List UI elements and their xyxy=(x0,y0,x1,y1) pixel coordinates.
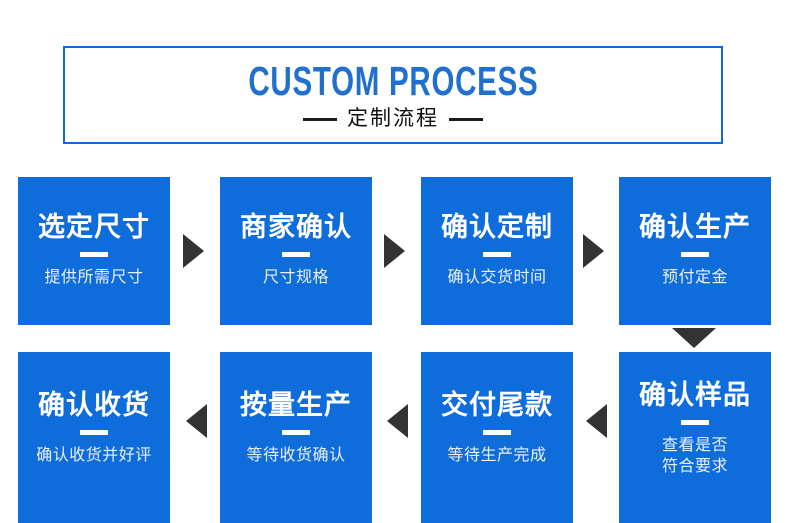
arrow-right-icon xyxy=(384,234,405,268)
process-step-box[interactable]: 确认生产 预付定金 xyxy=(619,177,771,325)
process-row-2: 确认收货 确认收货并好评 按量生产 等待收货确认 交付尾款 等待生产完成 确认样… xyxy=(0,352,790,523)
step-title: 确认收货 xyxy=(38,390,150,420)
step-subtitle: 确认收货并好评 xyxy=(36,447,152,464)
arrow-left-icon xyxy=(186,404,207,438)
step-title: 选定尺寸 xyxy=(38,211,150,242)
step-divider-icon xyxy=(80,251,108,257)
header-rule-right-icon xyxy=(449,117,483,121)
step-subtitle: 等待生产完成 xyxy=(447,447,547,464)
arrow-right-icon xyxy=(583,234,604,268)
header-rule-left-icon xyxy=(303,117,337,121)
step-title: 确认定制 xyxy=(441,211,553,242)
step-title: 确认生产 xyxy=(639,211,751,242)
header-banner: CUSTOM PROCESS 定制流程 xyxy=(63,46,723,144)
process-step-box[interactable]: 选定尺寸 提供所需尺寸 xyxy=(18,177,170,325)
step-title: 商家确认 xyxy=(240,211,352,242)
process-step-box[interactable]: 商家确认 尺寸规格 xyxy=(220,177,372,325)
step-subtitle: 提供所需尺寸 xyxy=(44,268,144,286)
arrow-left-icon xyxy=(586,404,607,438)
arrow-left-icon xyxy=(387,404,408,438)
process-step-box[interactable]: 确认定制 确认交货时间 xyxy=(421,177,573,325)
arrow-right-icon xyxy=(183,234,204,268)
step-title: 确认样品 xyxy=(639,379,751,410)
process-step-box[interactable]: 确认样品 查看是否 符合要求 xyxy=(619,352,771,523)
step-divider-icon xyxy=(80,430,108,435)
page-title-chinese: 定制流程 xyxy=(347,107,439,130)
step-divider-icon xyxy=(483,430,511,435)
step-divider-icon xyxy=(681,419,709,425)
step-divider-icon xyxy=(483,251,511,257)
page-subtitle-row: 定制流程 xyxy=(303,107,483,131)
step-subtitle: 确认交货时间 xyxy=(447,268,547,286)
step-divider-icon xyxy=(282,430,310,435)
process-row-1: 选定尺寸 提供所需尺寸 商家确认 尺寸规格 确认定制 确认交货时间 确认生产 预… xyxy=(0,177,790,325)
step-subtitle: 等待收货确认 xyxy=(246,447,346,464)
page-title-english: CUSTOM PROCESS xyxy=(247,58,539,104)
step-title: 按量生产 xyxy=(240,390,352,420)
arrow-down-icon xyxy=(672,328,716,348)
step-title: 交付尾款 xyxy=(441,390,553,420)
process-step-box[interactable]: 确认收货 确认收货并好评 xyxy=(18,352,170,523)
step-divider-icon xyxy=(681,251,709,257)
step-subtitle: 查看是否 符合要求 xyxy=(661,436,728,475)
step-subtitle: 预付定金 xyxy=(661,268,728,286)
step-subtitle: 尺寸规格 xyxy=(262,268,329,286)
step-divider-icon xyxy=(282,251,310,257)
process-step-box[interactable]: 交付尾款 等待生产完成 xyxy=(421,352,573,523)
process-step-box[interactable]: 按量生产 等待收货确认 xyxy=(220,352,372,523)
